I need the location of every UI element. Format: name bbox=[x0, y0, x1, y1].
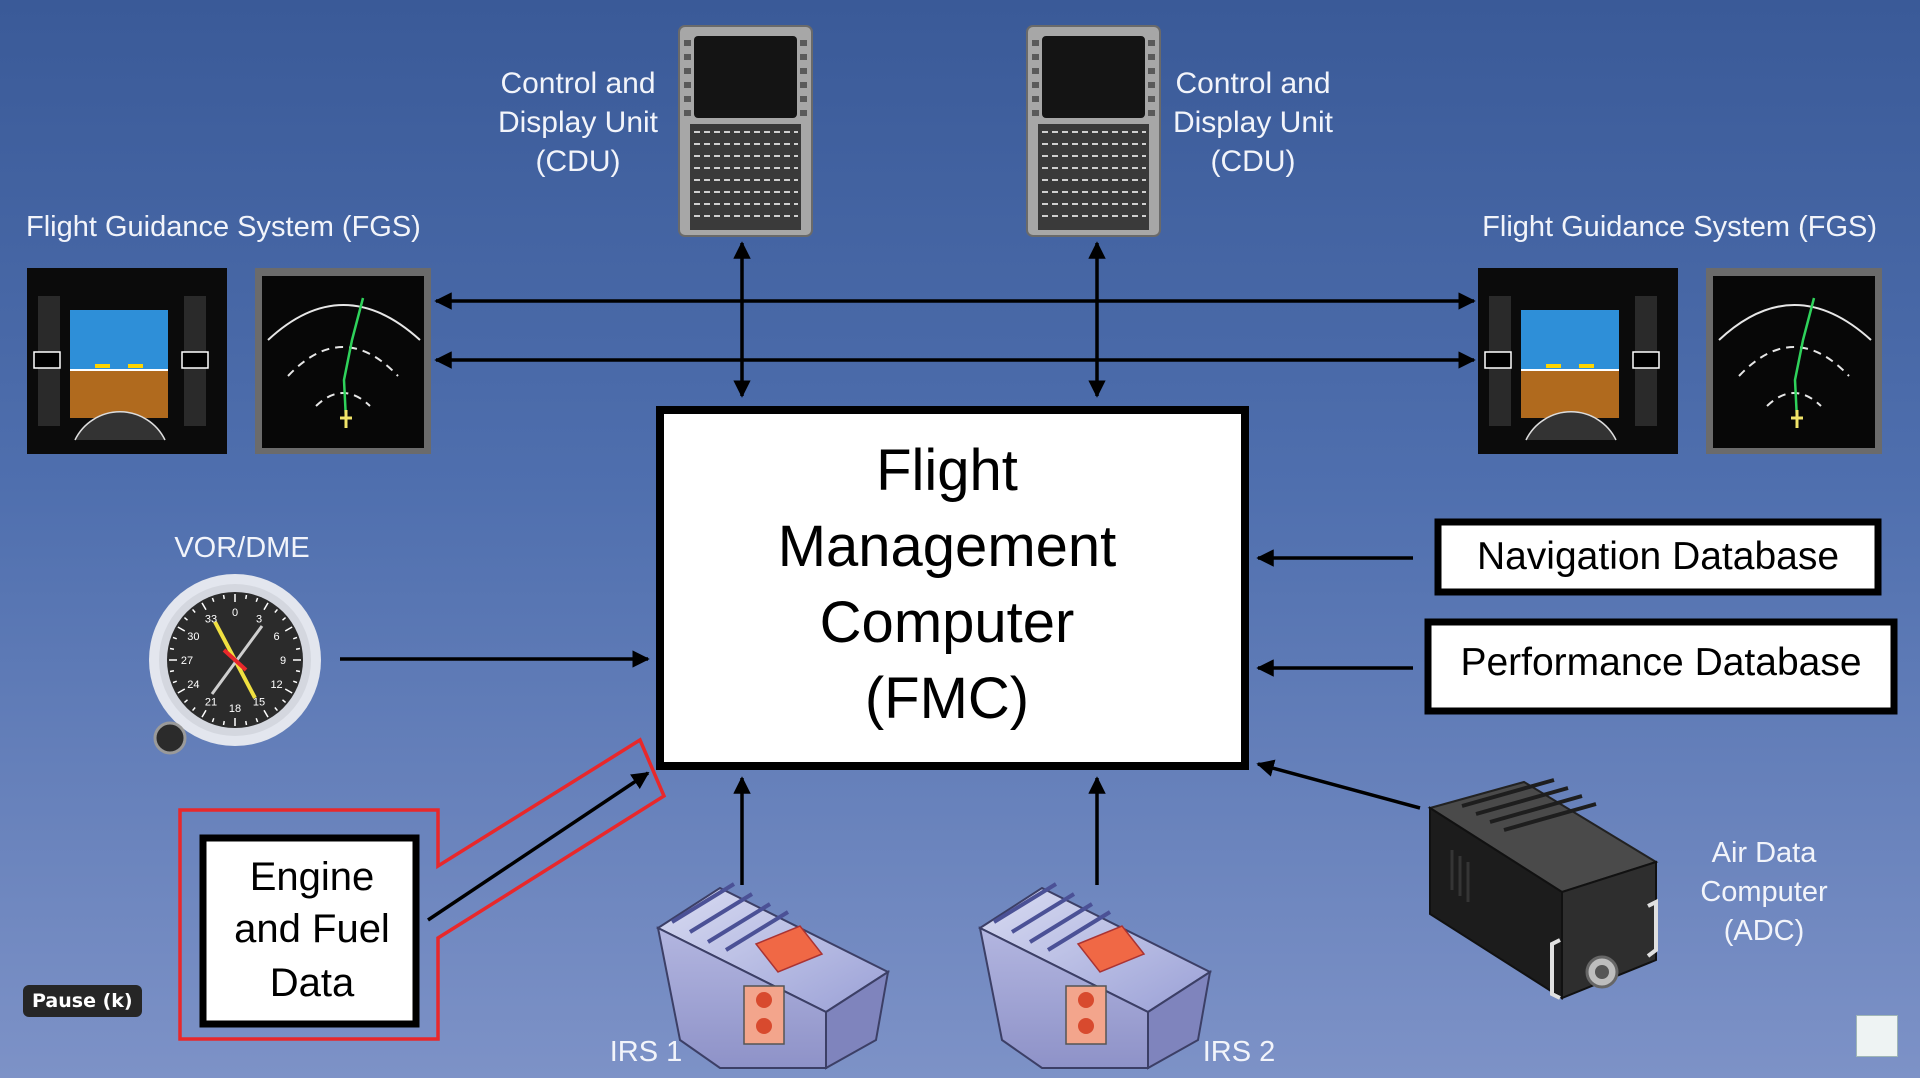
performance-database-label: Performance Database bbox=[1460, 641, 1861, 684]
navigation-database-box: Navigation Database bbox=[1434, 518, 1882, 596]
adc-label-line-2: Computer bbox=[1700, 876, 1828, 908]
cdu-right-label-line-1: Control and bbox=[1175, 67, 1330, 100]
irs-2-unit bbox=[977, 882, 1213, 1070]
cdu-left-unit bbox=[678, 25, 813, 237]
performance-database-box: Performance Database bbox=[1424, 618, 1898, 715]
vor-tick-mark bbox=[183, 617, 188, 621]
fgs-left-label: Flight Guidance System (FGS) bbox=[26, 211, 421, 243]
adc-label-line-3: (ADC) bbox=[1724, 915, 1805, 947]
vor-tick-mark bbox=[222, 720, 225, 726]
vor-tick-mark bbox=[284, 688, 293, 694]
vor-tick-mark bbox=[263, 602, 269, 611]
engine-label-line-2: and Fuel bbox=[234, 907, 390, 951]
vor-tick-mark bbox=[172, 680, 177, 684]
vor-tick-mark bbox=[169, 670, 175, 673]
fgs-right-label: Flight Guidance System (FGS) bbox=[1482, 211, 1877, 243]
vor-tick-mark bbox=[255, 597, 259, 602]
vor-tick-label: 24 bbox=[187, 679, 199, 691]
vor-tick-mark bbox=[222, 594, 225, 600]
vor-tick-mark bbox=[183, 699, 188, 703]
navigation-database-label: Navigation Database bbox=[1477, 535, 1839, 578]
cdu-left-keypad bbox=[690, 124, 801, 230]
adc-unit bbox=[1427, 778, 1659, 1000]
vor-tick-mark bbox=[282, 617, 287, 621]
adc-link bbox=[1256, 759, 1421, 810]
fmc-label-line-1: Flight bbox=[876, 438, 1018, 503]
vor-tick-mark bbox=[263, 709, 269, 718]
vor-tick-label: 6 bbox=[274, 631, 280, 643]
cdu-left-label-line-1: Control and bbox=[500, 67, 655, 100]
vor-tick-label: 9 bbox=[280, 655, 286, 667]
adc-label-line-1: Air Data bbox=[1712, 837, 1818, 869]
connection-lines bbox=[340, 241, 1476, 922]
vor-tick-label: 12 bbox=[270, 679, 282, 691]
channel-logo bbox=[1856, 1015, 1898, 1057]
vor-dme-label: VOR/DME bbox=[174, 532, 309, 564]
irs-1-unit bbox=[655, 882, 891, 1070]
fgs-right-nd bbox=[1706, 268, 1882, 454]
cdu-right-label-line-3: (CDU) bbox=[1211, 145, 1296, 178]
vor-dme-instrument: 0 369 12 15 18 21 24 27 30 33 bbox=[149, 574, 321, 755]
fmc-box: Flight Management Computer (FMC) bbox=[656, 406, 1249, 770]
vor-tick-mark bbox=[255, 718, 259, 723]
vor-tick-mark bbox=[245, 594, 248, 600]
vor-tick-mark bbox=[192, 608, 196, 613]
vor-tick-label: 15 bbox=[253, 697, 265, 709]
vor-tick-mark bbox=[293, 636, 298, 640]
vor-tick-mark bbox=[284, 626, 293, 632]
vor-tick-label: 0 bbox=[232, 607, 238, 619]
fgs-right-pfd bbox=[1478, 268, 1678, 454]
vor-tick-label: 33 bbox=[205, 613, 217, 625]
vor-tick-mark bbox=[211, 597, 215, 602]
engine-label-line-3: Data bbox=[270, 961, 355, 1005]
fmc-label-line-2: Management bbox=[778, 514, 1117, 579]
vor-tick-mark bbox=[192, 707, 196, 712]
vor-tick-mark bbox=[274, 608, 278, 613]
vor-tick-label: 3 bbox=[256, 613, 262, 625]
vor-compass-rose: 0 369 12 15 18 21 24 27 30 33 bbox=[169, 594, 301, 726]
vor-tick-mark bbox=[282, 699, 287, 703]
vor-tick-mark bbox=[245, 720, 248, 726]
vor-tick-mark bbox=[295, 670, 301, 673]
pause-button[interactable]: Pause (k) bbox=[23, 985, 142, 1017]
vor-tick-mark bbox=[201, 602, 207, 611]
fgs-left-nd bbox=[255, 268, 431, 454]
vor-tick-mark bbox=[293, 680, 298, 684]
cdu-right-label-line-2: Display Unit bbox=[1173, 106, 1334, 139]
fmc-label-line-3: Computer bbox=[820, 590, 1075, 655]
vor-tick-mark bbox=[211, 718, 215, 723]
vor-tick-mark bbox=[169, 647, 175, 650]
engine-link bbox=[427, 771, 650, 922]
irs-1-label: IRS 1 bbox=[610, 1036, 683, 1068]
vor-tick-mark bbox=[201, 709, 207, 718]
vor-tick-mark bbox=[177, 688, 186, 694]
vor-tick-mark bbox=[295, 647, 301, 650]
vor-tick-label: 27 bbox=[181, 655, 193, 667]
cdu-right-keypad bbox=[1038, 124, 1149, 230]
cdu-left-label-line-2: Display Unit bbox=[498, 106, 659, 139]
engine-label-line-1: Engine bbox=[250, 855, 375, 899]
vor-tick-mark bbox=[274, 707, 278, 712]
vor-tick-mark bbox=[172, 636, 177, 640]
cdu-right-unit bbox=[1026, 25, 1161, 237]
vor-tick-label: 30 bbox=[187, 631, 199, 643]
irs-2-label: IRS 2 bbox=[1203, 1036, 1276, 1068]
fmc-label-line-4: (FMC) bbox=[865, 666, 1029, 731]
vor-tick-label: 21 bbox=[205, 697, 217, 709]
engine-highlight-outline bbox=[178, 737, 667, 1041]
vor-tick-label: 18 bbox=[229, 703, 241, 715]
engine-fuel-data-box: Engine and Fuel Data bbox=[199, 834, 420, 1028]
fgs-left-pfd bbox=[27, 268, 227, 454]
vor-tick-mark bbox=[177, 626, 186, 632]
cdu-left-label-line-3: (CDU) bbox=[536, 145, 621, 178]
